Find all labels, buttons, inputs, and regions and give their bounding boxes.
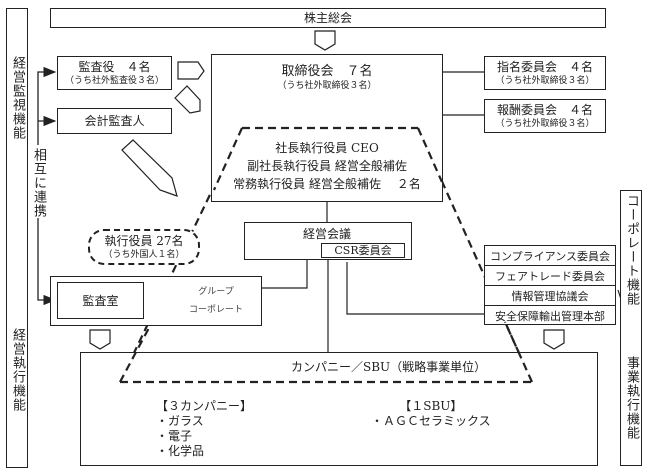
down-arrow-shareholders	[314, 30, 336, 51]
diag-arrow-accounting-exec	[121, 139, 178, 197]
auditors-sub: （うち社外監査役３名）	[64, 76, 164, 86]
management-meeting-box: 経営会議 CSR委員会	[244, 222, 412, 260]
compensation-sub: （うち社外取締役３名）	[495, 119, 595, 129]
nomination-committee-box: 指名委員会 ４名 （うち社外取締役３名）	[484, 56, 606, 90]
company-electronics: ・電子	[156, 429, 193, 443]
senior-officers-label: 常務執行役員 経営全般補佐 ２名	[233, 177, 421, 191]
left-function-band	[6, 8, 28, 468]
auditors-box: 監査役 ４名 （うち社外監査役３名）	[57, 56, 172, 90]
audit-office-label: 監査室	[82, 293, 119, 308]
officers-sub: （うち外国人１名）	[103, 250, 185, 260]
board-title: 取締役会 ７名	[281, 64, 373, 79]
corporate-function-label: コーポレート機能	[624, 194, 639, 306]
shareholders-meeting-box: 株主総会	[50, 8, 606, 28]
officers-title: 執行役員 27名	[104, 234, 184, 248]
down-arrow-group	[89, 329, 111, 350]
committees-stack: コンプライアンス委員会 フェアトレード委員会 情報管理協議会 安全保障輸出管理本…	[484, 245, 616, 325]
meeting-group-line	[262, 258, 308, 289]
company-chemicals: ・化学品	[156, 444, 205, 458]
fair-trade-committee: フェアトレード委員会	[485, 266, 615, 286]
sbu-ceramics: ・ＡＧＣセラミックス	[371, 414, 491, 428]
company-sbu-title: カンパニー／SBU（戦略事業単位）	[291, 360, 487, 374]
board-box: 取締役会 ７名 （うち社外取締役３名） 社長執行役員 CEO 副社長執行役員 経…	[211, 54, 443, 202]
vice-president-label: 副社長執行役員 経営全般補佐	[247, 159, 407, 173]
supervision-function-label: 経営監視機能	[10, 56, 25, 140]
audit-office-box: 監査室	[57, 282, 144, 319]
accounting-auditor-box: 会計監査人	[57, 108, 172, 134]
company-glass: ・ガラス	[156, 414, 204, 428]
companies-header: 【３カンパニー】	[156, 399, 253, 413]
execution-function-label: 経営執行機能	[10, 328, 25, 412]
nomination-sub: （うち社外取締役３名）	[495, 76, 595, 86]
csr-committee-label: CSR委員会	[334, 243, 392, 257]
down-arrow-committees	[543, 329, 565, 350]
business-function-label: 事業執行機能	[624, 356, 639, 440]
right-function-band	[620, 190, 642, 466]
mutual-link-line-top	[37, 66, 57, 145]
executive-officers-oval: 執行役員 27名 （うち外国人１名）	[88, 229, 200, 265]
right-arrow-auditors	[177, 61, 205, 80]
management-meeting-title: 経営会議	[303, 227, 352, 241]
company-sbu-box: カンパニー／SBU（戦略事業単位） 【３カンパニー】 ・ガラス ・電子 ・化学品…	[80, 352, 598, 466]
mutual-link-label: 相互に連携	[29, 148, 48, 218]
auditors-title: 監査役 ４名	[78, 60, 151, 74]
group-label: グループ	[198, 287, 234, 297]
ceo-label: 社長執行役員 CEO	[275, 141, 379, 155]
information-council: 情報管理協議会	[485, 286, 615, 306]
csr-committee-line	[346, 262, 484, 315]
compensation-title: 報酬委員会 ４名	[496, 103, 593, 117]
nomination-title: 指名委員会 ４名	[496, 60, 593, 74]
compliance-committee: コンプライアンス委員会	[485, 246, 615, 266]
shareholders-meeting-label: 株主総会	[303, 11, 352, 25]
csr-committee-box: CSR委員会	[321, 243, 405, 258]
corporate-label: コーポレート	[188, 305, 243, 315]
compensation-committee-box: 報酬委員会 ４名 （うち社外取締役３名）	[484, 99, 606, 133]
group-corporate-box: 監査室 グループ コーポレート	[50, 276, 262, 326]
accounting-auditor-title: 会計監査人	[84, 114, 145, 128]
board-sub: （うち社外取締役３名）	[277, 81, 377, 91]
sbu-header: 【１SBU】	[399, 399, 463, 413]
export-control-hq: 安全保障輸出管理本部	[495, 309, 605, 323]
diag-arrow-board-auditors	[174, 85, 201, 114]
